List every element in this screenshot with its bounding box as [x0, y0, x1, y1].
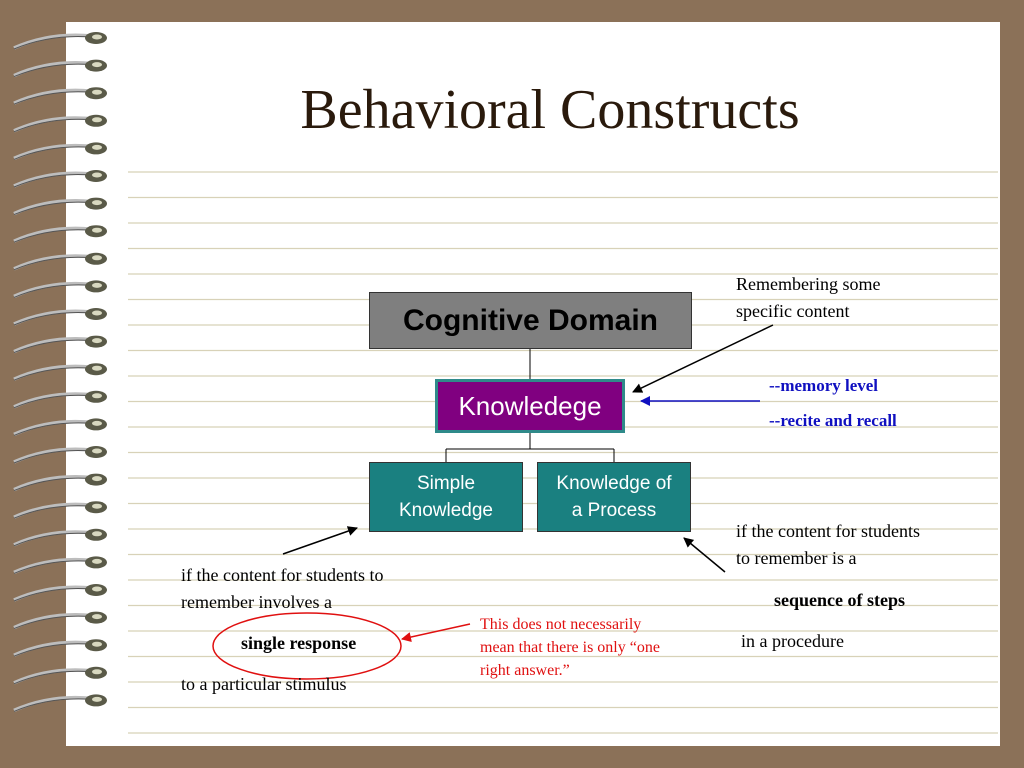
spiral-ring: [13, 59, 107, 78]
spiral-ring: [13, 611, 107, 630]
spiral-ring: [13, 556, 107, 574]
cognitive-domain-box: Cognitive Domain: [369, 292, 692, 349]
spiral-ring: [13, 87, 107, 105]
remembering-line1: Remembering some: [736, 274, 881, 294]
slide-title: Behavioral Constructs: [300, 79, 800, 141]
spiral-ring: [13, 114, 107, 133]
recite-recall-text: --recite and recall: [769, 411, 897, 430]
left-line2: remember involves a: [181, 592, 332, 612]
simple-knowledge-label-line2: Knowledge: [398, 500, 494, 521]
spiral-ring: [13, 142, 107, 160]
simple-knowledge-label-line1: Simple: [416, 473, 476, 494]
spiral-ring: [13, 694, 107, 712]
spiral-ring: [13, 666, 107, 685]
right-explanation: if the content for students to remember …: [736, 518, 920, 572]
spiral-ring: [13, 280, 107, 298]
knowledge-box: Knowledege: [435, 379, 625, 433]
spiral-binding: [13, 32, 107, 712]
spiral-ring: [13, 446, 107, 464]
red-note-line1: This does not necessarily: [480, 616, 642, 633]
knowledge-of-process-box: Knowledge of a Process: [537, 462, 691, 532]
stimulus-text: to a particular stimulus: [181, 674, 347, 694]
spiral-ring: [13, 584, 107, 602]
remembering-note: Remembering some specific content: [736, 271, 880, 325]
right-line1: if the content for students: [736, 521, 920, 541]
process-label-line1: Knowledge of: [556, 473, 672, 494]
red-note: This does not necessarily mean that ther…: [480, 613, 660, 682]
spiral-ring: [13, 225, 107, 243]
simple-knowledge-box: Simple Knowledge: [369, 462, 523, 532]
memory-level-text: --memory level: [769, 376, 879, 395]
spiral-ring: [13, 473, 107, 492]
spiral-ring: [13, 252, 107, 271]
spiral-ring: [13, 501, 107, 519]
spiral-ring: [13, 390, 107, 409]
process-label-line2: a Process: [571, 500, 657, 521]
knowledge-label: Knowledege: [458, 390, 602, 421]
spiral-ring: [13, 335, 107, 354]
red-note-line3: right answer.”: [480, 662, 570, 679]
spiral-ring: [13, 170, 107, 188]
in-a-procedure-text: in a procedure: [741, 631, 844, 651]
spiral-ring: [13, 418, 107, 436]
sequence-of-steps-text: sequence of steps: [774, 590, 905, 610]
cognitive-domain-label: Cognitive Domain: [402, 303, 658, 337]
spiral-ring: [13, 197, 107, 216]
left-line1: if the content for students to: [181, 565, 384, 585]
spiral-ring: [13, 308, 107, 326]
spiral-ring: [13, 32, 107, 50]
spiral-ring: [13, 528, 107, 547]
remembering-line2: specific content: [736, 301, 850, 321]
red-note-line2: mean that there is only “one: [480, 639, 660, 656]
spiral-ring: [13, 639, 107, 657]
single-response-text: single response: [241, 633, 357, 653]
right-line2: to remember is a: [736, 548, 857, 568]
left-explanation: if the content for students to remember …: [181, 562, 383, 616]
spiral-ring: [13, 363, 107, 381]
